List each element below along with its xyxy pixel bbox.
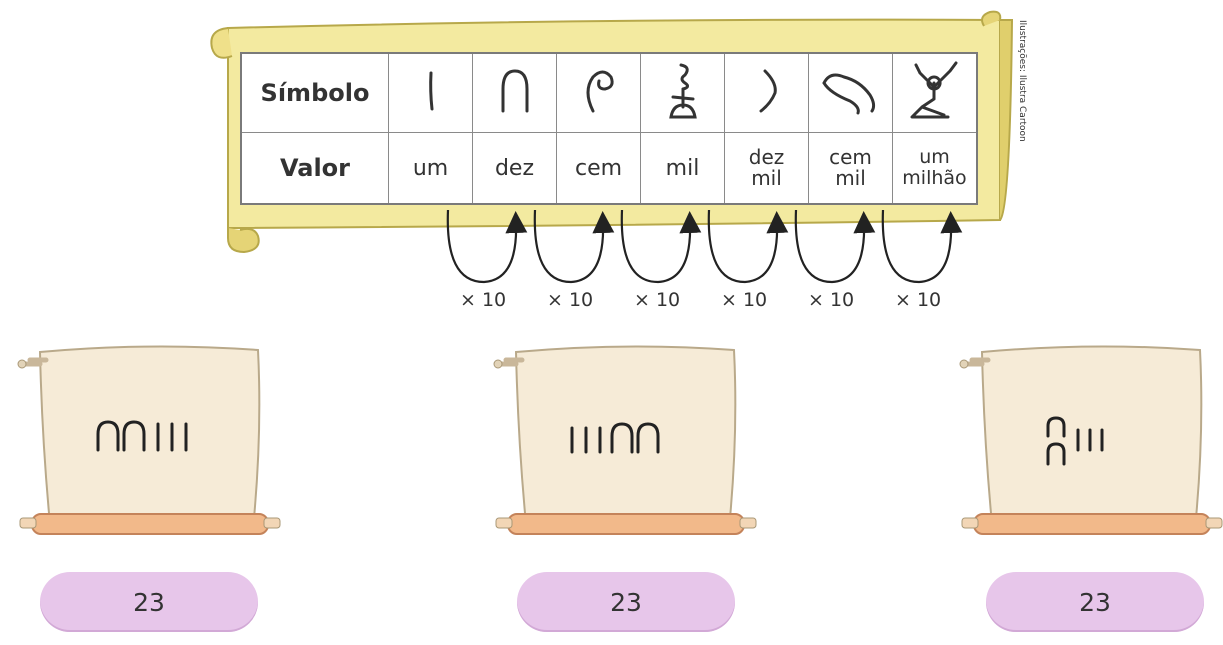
multiplier-label: × 10 [721,289,768,311]
symbol-cell-um [388,52,473,133]
scroll-3 [959,345,1223,535]
multiplier-label: × 10 [634,289,681,311]
coil-rope-icon [586,70,614,113]
egyptian-numeral-23-stacked-tens-icon [1046,416,1104,466]
scroll-2 [493,345,757,535]
multiplication-arrows [446,209,963,284]
finger-icon [759,69,777,113]
symbol-cell-dez-mil [724,52,809,133]
multiplier-label: × 10 [547,289,594,311]
value-cell: cem [556,132,641,205]
arrow-dez-to-cem [533,209,615,284]
tadpole-icon [822,73,875,115]
value-cell: mil [640,132,725,205]
value-row-label: Valor [240,132,389,205]
kneeling-man-icon [910,61,957,119]
value-cell: dez [472,132,557,205]
egyptian-numeral-23-ones-first-icon [570,422,660,454]
arrow-dez-mil-to-cem-mil [794,209,876,284]
answer-pill-1: 23 [40,572,258,632]
symbol-row: Símbolo [240,52,978,133]
multiplier-label: × 10 [895,289,942,311]
arrow-um-to-dez [446,209,528,284]
arrow-mil-to-dez-mil [707,209,789,284]
lotus-flower-icon [668,63,697,119]
symbol-cell-um-milhao [892,52,978,133]
multiplier-label: × 10 [460,289,507,311]
symbol-value-table: Símbolo Valor um [240,52,978,205]
multiplier-label: × 10 [808,289,855,311]
arrow-cem-mil-to-um-milhao [881,209,963,284]
symbol-value-table-container: Símbolo Valor um [240,52,978,205]
heel-bone-icon [501,69,528,113]
scroll-1 [17,345,281,535]
answer-pill-2: 23 [517,572,735,632]
answer-pill-3: 23 [986,572,1204,632]
symbol-cell-cem [556,52,641,133]
arrow-cem-to-mil [620,209,702,284]
egyptian-numeral-23-tens-first-icon [96,420,188,452]
stroke-icon [428,71,433,111]
symbol-cell-cem-mil [808,52,893,133]
